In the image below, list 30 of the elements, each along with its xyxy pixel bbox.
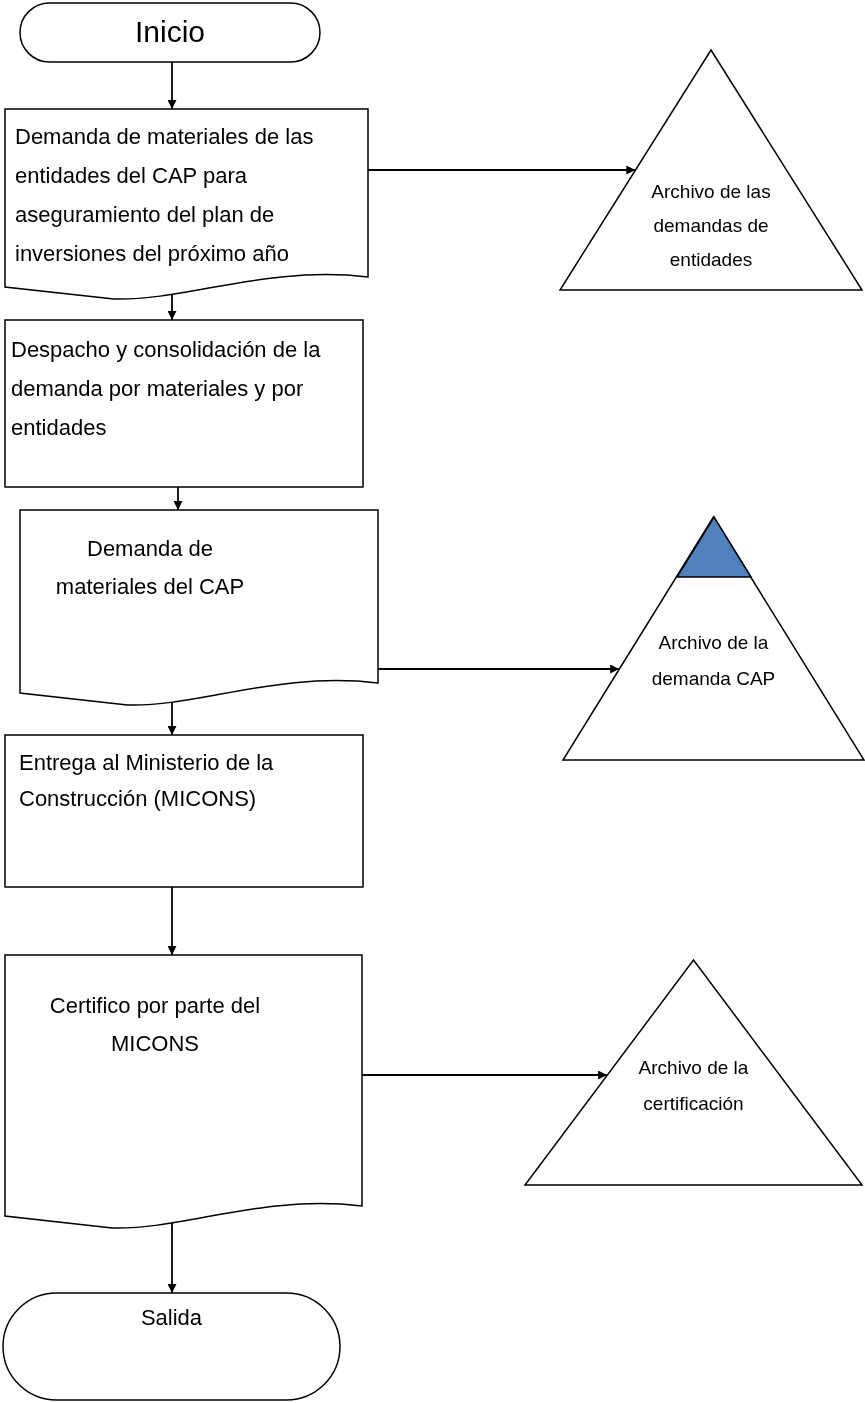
process-box [5,320,363,487]
arrow [367,165,637,175]
node-text: Entrega al Ministerio de la Construcción (MICONS) [19,749,275,813]
arrow [167,61,177,110]
shaded-triangle [676,517,751,577]
node-text: Inicio [133,14,206,50]
arrow [173,486,183,511]
node-text: Archivo de la demanda CAP [650,631,777,691]
arrow [377,664,621,674]
document-shape [5,109,368,299]
node-text: Certifico por parte del MICONS [48,992,262,1058]
archive-triangle [560,50,862,290]
node-text: Despacho y consolidación de la demanda por materiales y por entidades [11,336,322,442]
document-shape [5,955,362,1228]
node-text: Demanda de materiales de las entidades del CAP para aseguramiento del plan de inversiones del próximo año [15,123,315,268]
terminal-shape [3,1293,340,1400]
arrow [167,1222,177,1294]
node-text: Archivo de las demandas de entidades [650,180,772,272]
node-text: Demanda de materiales del CAP [54,535,246,601]
archive-triangle [525,960,862,1185]
archive-triangle [563,517,864,760]
document-shape [20,510,378,705]
process-box [5,735,363,887]
terminal-shape [20,3,320,62]
arrow [167,886,177,956]
arrow [167,293,177,321]
node-text: Archivo de la certificación [637,1056,750,1116]
node-text: Salida [139,1304,204,1332]
arrow [167,701,177,736]
arrow [361,1070,608,1080]
